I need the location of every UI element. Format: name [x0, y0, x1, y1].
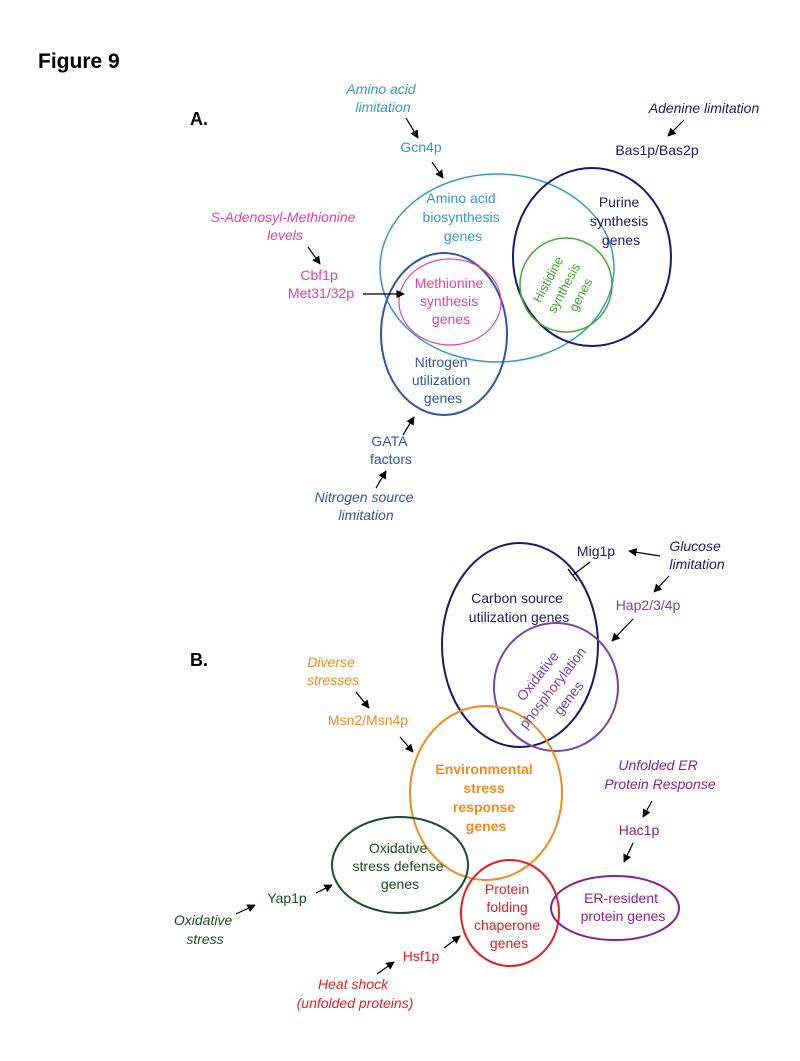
purine-synthesis-label: Purine synthesis genes [590, 194, 652, 248]
unfolded-er-response-signal: Unfolded ER Protein Response [604, 757, 716, 792]
carbon-source-utilization-circle [441, 542, 599, 748]
oxidative-stress-defense-label: Oxidative stress defense genes [353, 840, 448, 892]
heat-shock-signal: Heat shock (unfolded proteins) [297, 976, 414, 1011]
environmental-stress-response-circle [409, 705, 563, 881]
purine-synthesis-circle [512, 167, 672, 347]
arrow-stresses-to-msn [355, 691, 370, 709]
inhibition-mig1p-to-carbon [572, 561, 591, 576]
arrow-adenine-to-bas [667, 119, 685, 137]
histidine-synthesis-circle [519, 237, 613, 333]
amino-acid-limitation-signal: Amino acid limitation [345, 81, 419, 115]
adenine-limitation-signal: Adenine limitation [648, 100, 760, 116]
hap234p-factor: Hap2/3/4p [616, 597, 681, 613]
environmental-stress-response-label: Environmental stress response genes [435, 761, 536, 834]
arrow-glucose-to-hap [653, 575, 670, 593]
panel-a-label: A. [190, 109, 208, 129]
arrow-hap-to-oxphos [611, 618, 634, 642]
nitrogen-utilization-circle [380, 252, 508, 416]
arrow-sam-to-cbf1p [307, 246, 321, 265]
methionine-synthesis-label: Methionine synthesis genes [415, 275, 487, 327]
arrow-msn-to-esr [399, 736, 414, 753]
histidine-synthesis-label: Histidine synthesis genes [529, 249, 601, 324]
oxidative-stress-defense-circle [331, 816, 469, 914]
yap1p-factor: Yap1p [267, 890, 307, 906]
gata-factors-factor: GATA factors [370, 433, 412, 467]
arrow-gcn4-to-aa-genes [431, 161, 444, 179]
arrow-oxstress-to-yap1p [235, 904, 256, 915]
arrow-yap1p-to-defense [315, 884, 333, 894]
arrow-gata-to-nitrogen-genes [402, 416, 415, 436]
arrow-upr-to-hac1p [642, 800, 653, 818]
inhibition-bar [567, 568, 578, 582]
amino-acid-biosynthesis-label: Amino acid biosynthesis genes [423, 190, 504, 244]
amino-acid-biosynthesis-circle [379, 173, 615, 363]
gcn4p-factor: Gcn4p [400, 139, 441, 155]
arrow-glucose-to-mig1p [628, 548, 661, 557]
glucose-limitation-signal: Glucose limitation [669, 538, 724, 572]
arrow-hsf1p-to-chaperone [443, 935, 461, 949]
arrow-heat-to-hsf1p [376, 961, 395, 975]
protein-folding-chaperone-circle [460, 859, 560, 967]
bas1p-bas2p-factor: Bas1p/Bas2p [615, 142, 698, 158]
arrow-nitrogen-to-gata [375, 470, 387, 489]
nitrogen-source-limitation-signal: Nitrogen source limitation [315, 489, 418, 523]
figure-title: Figure 9 [38, 50, 120, 73]
arrow-hac1p-to-er [623, 842, 634, 863]
oxidative-stress-signal: Oxidative stress [174, 912, 236, 947]
cbf1p-met31-factor: Cbf1p Met31/32p [288, 267, 354, 301]
msn2-msn4p-factor: Msn2/Msn4p [328, 712, 408, 728]
er-resident-protein-label: ER-resident protein genes [581, 890, 666, 924]
methionine-synthesis-circle [398, 258, 502, 346]
hac1p-factor: Hac1p [619, 822, 660, 838]
er-resident-protein-circle [550, 875, 680, 941]
oxidative-phosphorylation-circle [493, 622, 619, 752]
protein-folding-chaperone-label: Protein folding chaperone genes [474, 881, 544, 951]
arrow-aa-to-gcn4 [405, 117, 419, 139]
nitrogen-utilization-label: Nitrogen utilization genes [412, 354, 474, 406]
carbon-source-utilization-label: Carbon source utilization genes [469, 590, 569, 625]
diverse-stresses-signal: Diverse stresses [307, 654, 359, 688]
mig1p-factor: Mig1p [577, 543, 615, 559]
panel-b-label: B. [190, 650, 208, 670]
sam-levels-signal: S-Adenosyl-Methionine levels [211, 209, 360, 243]
hsf1p-factor: Hsf1p [403, 948, 440, 964]
